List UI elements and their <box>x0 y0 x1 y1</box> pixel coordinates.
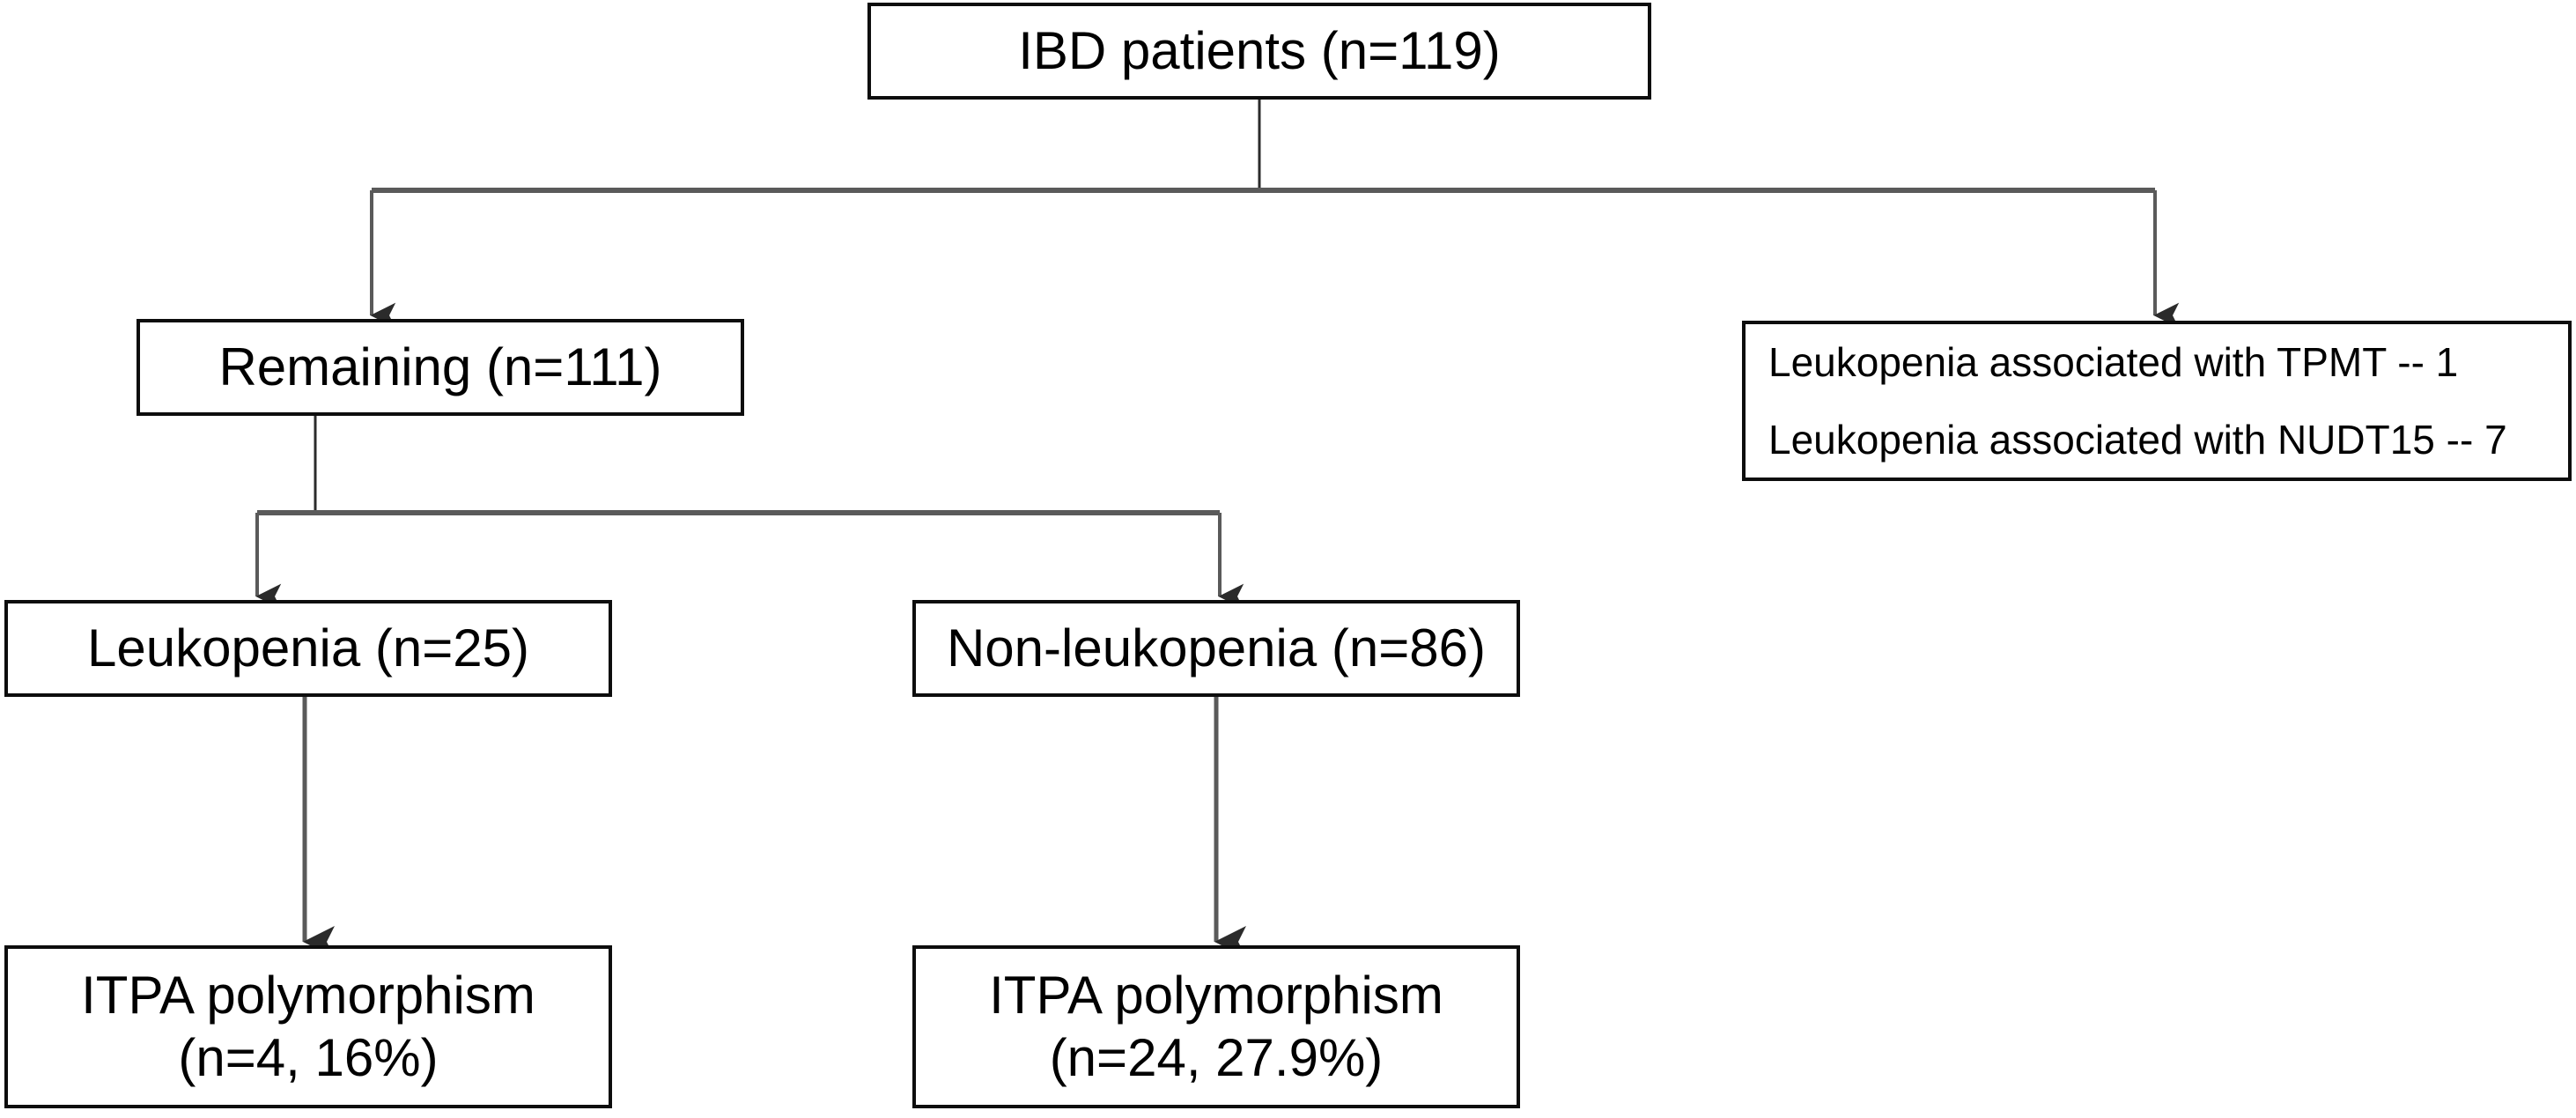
node-text-line: ITPA polymorphism <box>81 965 535 1025</box>
node-text-line: (n=4, 16%) <box>178 1027 439 1087</box>
node-text-line: ITPA polymorphism <box>989 965 1443 1025</box>
node-text-line: Leukopenia associated with TPMT -- 1 <box>1768 338 2459 385</box>
connector-root-to-branch <box>370 100 2180 329</box>
itpa-polymorphism-non-leukopenia-box: ITPA polymorphism(n=24, 27.9%) <box>912 945 1520 1108</box>
remaining-box: Remaining (n=111) <box>137 319 744 416</box>
itpa-polymorphism-leukopenia-box: ITPA polymorphism(n=4, 16%) <box>4 945 612 1108</box>
connector-remaining-to-branch <box>255 416 1244 610</box>
node-text-line: Non-leukopenia (n=86) <box>946 618 1487 677</box>
node-text-line: IBD patients (n=119) <box>1018 20 1501 80</box>
node-text-line: (n=24, 27.9%) <box>1049 1027 1384 1087</box>
ibd-patients-box: IBD patients (n=119) <box>867 3 1651 100</box>
non-leukopenia-box: Non-leukopenia (n=86) <box>912 600 1520 697</box>
leukopenia-gene-associations-box: Leukopenia associated with TPMT -- 1 Leuk… <box>1742 321 2572 481</box>
node-text-line: Leukopenia associated with NUDT15 -- 7 <box>1768 417 2507 463</box>
leukopenia-box: Leukopenia (n=25) <box>4 600 612 697</box>
node-text-line: Leukopenia (n=25) <box>86 618 530 677</box>
node-text-line: Remaining (n=111) <box>218 337 662 396</box>
